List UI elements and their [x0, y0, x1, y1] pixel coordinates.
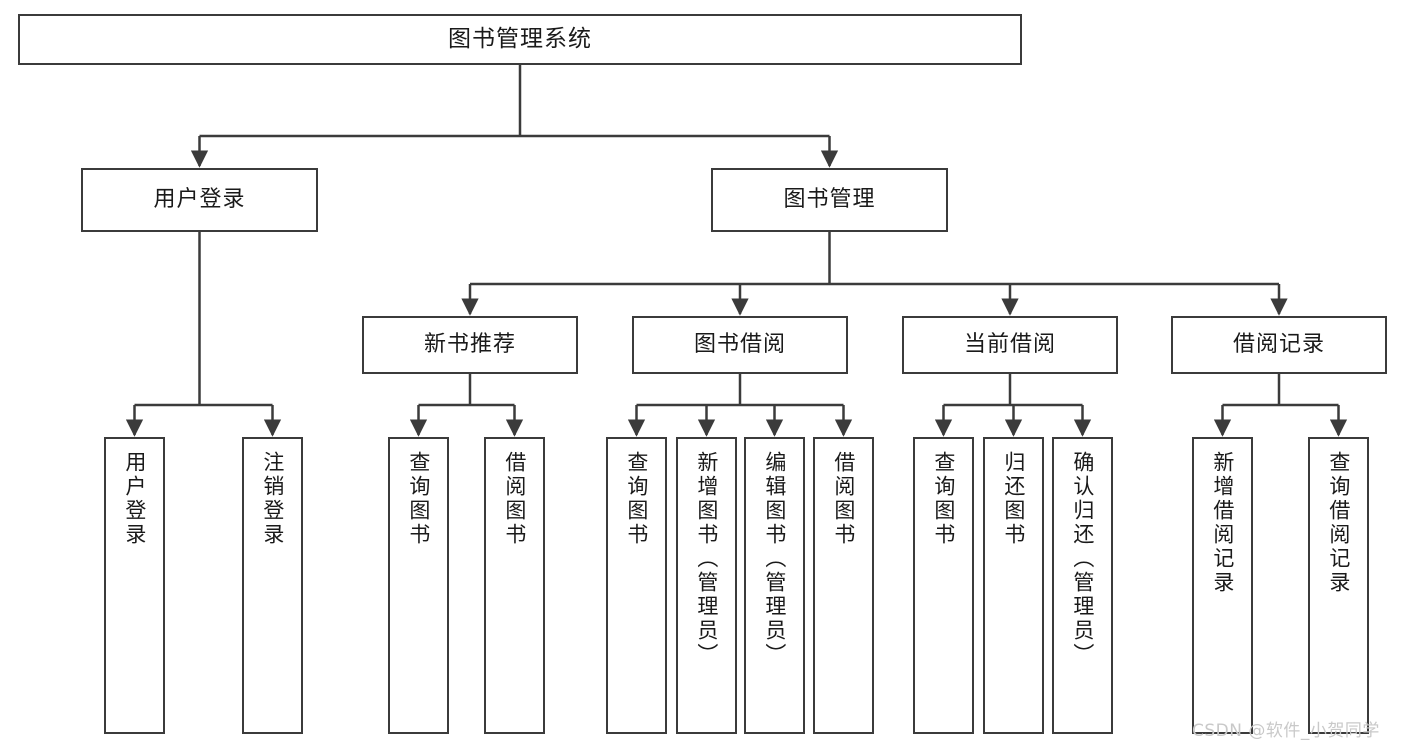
node-label: 归还图书: [1001, 451, 1026, 547]
node-l-logout[interactable]: 注销登录: [242, 437, 303, 734]
node-l-qrec[interactable]: 查询借阅记录: [1308, 437, 1369, 734]
node-label: 查询图书: [931, 451, 956, 547]
node-label: 查询图书: [624, 451, 649, 547]
node-n-current[interactable]: 当前借阅: [902, 316, 1118, 374]
node-l-q3[interactable]: 查询图书: [913, 437, 974, 734]
node-label: 查询图书: [406, 451, 431, 547]
node-l-q1[interactable]: 查询图书: [388, 437, 449, 734]
node-n-newrec[interactable]: 新书推荐: [362, 316, 578, 374]
node-label: 确认归还（管理员）: [1070, 451, 1095, 667]
node-label: 借阅记录: [1232, 332, 1325, 358]
node-label: 当前借阅: [963, 332, 1056, 358]
node-l-confirm[interactable]: 确认归还（管理员）: [1052, 437, 1113, 734]
node-l-userlogin[interactable]: 用户登录: [104, 437, 165, 734]
node-l-q2[interactable]: 查询图书: [606, 437, 667, 734]
node-l-return[interactable]: 归还图书: [983, 437, 1044, 734]
node-label: 新书推荐: [423, 332, 516, 358]
node-l-add[interactable]: 新增图书（管理员）: [676, 437, 737, 734]
node-root[interactable]: 图书管理系统: [18, 14, 1022, 65]
node-n-bookmgmt[interactable]: 图书管理: [711, 168, 948, 232]
node-label: 借阅图书: [831, 451, 856, 547]
node-l-edit[interactable]: 编辑图书（管理员）: [744, 437, 805, 734]
node-l-b2[interactable]: 借阅图书: [813, 437, 874, 734]
node-label: 借阅图书: [502, 451, 527, 547]
node-label: 新增图书（管理员）: [694, 451, 719, 667]
watermark-text: CSDN @软件_小贺同学: [1192, 721, 1380, 741]
node-label: 图书借阅: [693, 332, 786, 358]
node-label: 用户登录: [153, 187, 246, 213]
node-n-history[interactable]: 借阅记录: [1171, 316, 1387, 374]
node-label: 编辑图书（管理员）: [762, 451, 787, 667]
node-label: 图书管理: [783, 187, 876, 213]
node-l-addrec[interactable]: 新增借阅记录: [1192, 437, 1253, 734]
node-n-borrow[interactable]: 图书借阅: [632, 316, 848, 374]
node-l-b1[interactable]: 借阅图书: [484, 437, 545, 734]
node-label: 用户登录: [122, 451, 147, 547]
node-n-login[interactable]: 用户登录: [81, 168, 318, 232]
node-label: 新增借阅记录: [1210, 451, 1235, 595]
node-label: 注销登录: [260, 451, 285, 547]
node-label: 查询借阅记录: [1326, 451, 1351, 595]
node-label: 图书管理系统: [448, 26, 592, 53]
